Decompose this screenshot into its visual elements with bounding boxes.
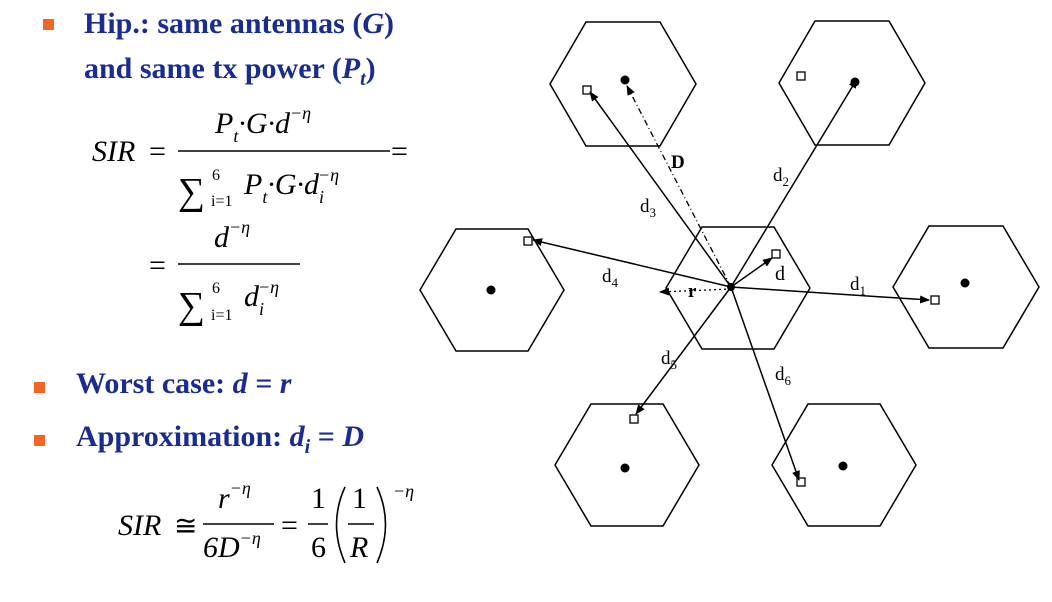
sum-lower-2: i=1 <box>211 307 232 324</box>
approximation-text: Approximation: di = D <box>76 420 364 458</box>
label-d: d <box>775 263 785 285</box>
cell-hexagon-right <box>892 225 1040 349</box>
mobile-bottom-right <box>796 477 806 487</box>
one-over-R-num: 1 <box>352 482 367 515</box>
label-d4: d4 <box>602 266 619 290</box>
equals-trailing-1: = <box>391 135 408 168</box>
label-d2: d2 <box>773 165 789 189</box>
one-over-R-den: R <box>349 531 368 564</box>
sum-lower-1: i=1 <box>211 193 232 210</box>
sum-symbol-2: ∑ <box>178 285 205 327</box>
hip-line-2: and same tx power (Pt) <box>84 52 376 90</box>
one-over-six-den: 6 <box>311 531 326 564</box>
bullet-marker-hip <box>43 19 54 30</box>
numerator-3: r−η <box>218 478 251 515</box>
label-d3: d3 <box>640 196 656 220</box>
sir-label-1: SIR <box>92 135 135 168</box>
equals-2: = <box>149 249 166 282</box>
label-D: D <box>671 152 685 173</box>
cell-hexagon-bottom-right <box>771 403 917 527</box>
sir-label-3: SIR <box>118 509 161 542</box>
arrow-d6 <box>730 286 800 481</box>
cell-hexagon-bottom-left <box>554 403 700 527</box>
mobile-top-left <box>582 85 592 95</box>
cell-hexagon-top-right <box>778 20 926 146</box>
cell-hexagon-left <box>419 228 565 352</box>
label-d6: d6 <box>775 364 792 388</box>
arrow-r-dotted <box>659 287 732 296</box>
label-d5: d5 <box>661 348 677 372</box>
sum-upper-1: 6 <box>212 167 220 184</box>
base-station-bottom-left <box>620 463 630 473</box>
left-paren <box>335 486 346 564</box>
mobile-center <box>771 249 781 259</box>
mobile-top-right <box>796 71 806 81</box>
equals-3: = <box>281 509 298 542</box>
denominator-2: di−η <box>244 277 279 319</box>
label-d1: d1 <box>850 274 866 298</box>
arrow-d5 <box>635 286 732 415</box>
mobile-right <box>930 295 940 305</box>
arrow-d3 <box>589 91 732 288</box>
base-station-top-left <box>620 75 630 85</box>
numerator-1: Pt·G·d−η <box>214 103 311 146</box>
arrow-d <box>730 257 773 288</box>
bullet-marker-approx <box>34 435 45 446</box>
arrow-d2 <box>730 78 858 288</box>
base-station-left <box>486 285 496 295</box>
outer-exponent: −η <box>393 481 414 501</box>
base-station-right <box>960 278 970 288</box>
denominator-1: Pt·G·di−η <box>243 165 339 207</box>
mobile-left <box>523 236 533 246</box>
sir-formulas: SIR = Pt·G·d−η ∑ 6 i=1 Pt·G·di−η = = d−η… <box>92 103 414 564</box>
right-paren <box>376 486 387 564</box>
sum-upper-2: 6 <box>212 280 220 297</box>
denominator-3: 6D−η <box>203 528 261 564</box>
one-over-six-num: 1 <box>311 482 326 515</box>
numerator-2: d−η <box>214 217 250 254</box>
central-cell-hexagon <box>665 226 811 350</box>
equals-1: = <box>149 135 166 168</box>
arrow-D-dashdot <box>626 85 732 288</box>
worst-case-text: Worst case: d = r <box>76 367 292 400</box>
sum-symbol-1: ∑ <box>178 171 205 213</box>
arrow-d4 <box>532 238 732 288</box>
mobile-bottom-left <box>629 414 639 424</box>
arrow-d1 <box>730 286 930 304</box>
hip-line-1: Hip.: same antennas (G) <box>84 7 395 40</box>
cell-hexagon-top-left <box>549 21 697 147</box>
bullet-marker-worst <box>34 382 45 393</box>
approx-equals: ≅ <box>174 511 197 542</box>
base-station-bottom-right <box>838 461 848 471</box>
label-r: r <box>688 281 697 302</box>
